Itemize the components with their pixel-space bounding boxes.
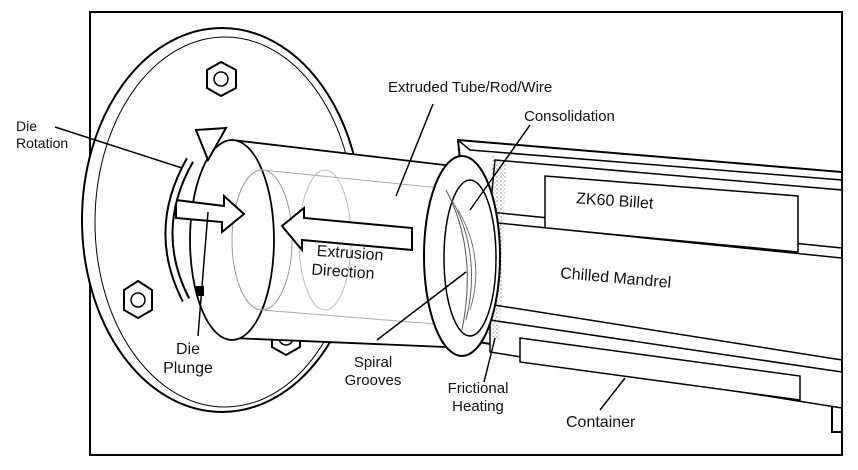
bolt-top-icon bbox=[207, 62, 236, 96]
die-rotation-line2: Rotation bbox=[16, 135, 68, 152]
spiral-line1: Spiral bbox=[342, 354, 404, 372]
bolt-left-icon bbox=[124, 281, 152, 318]
die-rotation-line1: Die bbox=[16, 118, 68, 135]
frictional-heating-label: Frictional Heating bbox=[438, 380, 518, 416]
spiral-grooves-label: Spiral Grooves bbox=[342, 354, 404, 390]
die-rotation-label: Die Rotation bbox=[16, 118, 68, 152]
extruded-label: Extruded Tube/Rod/Wire bbox=[388, 79, 552, 97]
die-plunge-label: Die Plunge bbox=[160, 340, 216, 378]
spiral-line2: Grooves bbox=[342, 372, 404, 390]
frictional-line1: Frictional bbox=[438, 380, 518, 398]
frictional-line2: Heating bbox=[438, 398, 518, 416]
die-plunge-line2: Plunge bbox=[160, 359, 216, 378]
die-plunge-line1: Die bbox=[160, 340, 216, 359]
container-label: Container bbox=[566, 414, 635, 432]
die-ring bbox=[424, 156, 500, 356]
extrusion-direction-label: Extrusion Direction bbox=[311, 242, 384, 285]
consolidation-label: Consolidation bbox=[524, 108, 615, 126]
